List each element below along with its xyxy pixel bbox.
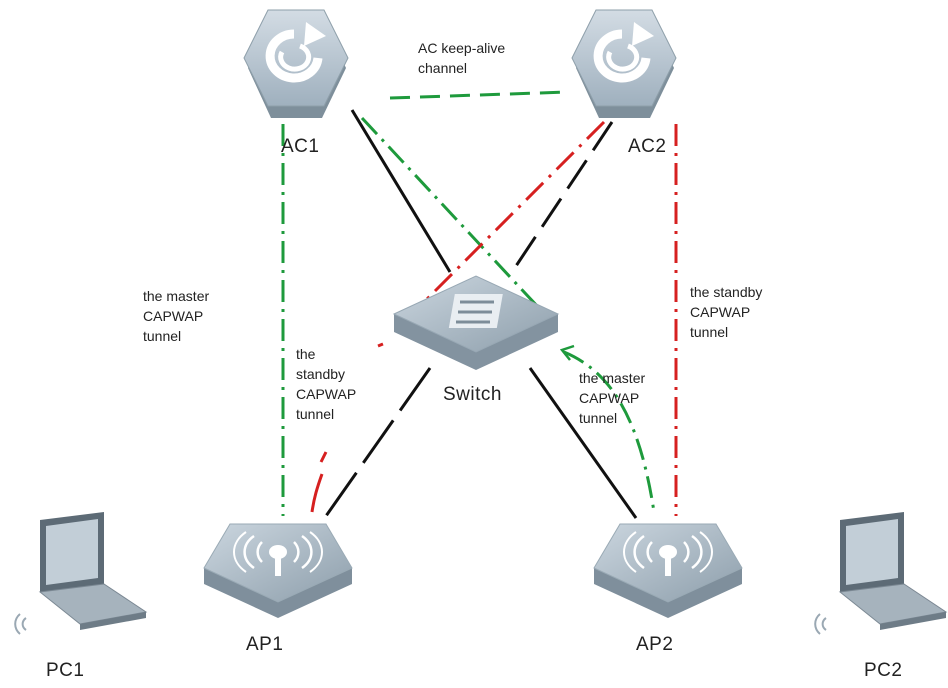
access-controller-icon	[571, 9, 677, 118]
laptop-icon	[814, 512, 948, 635]
link-switch-ap1	[324, 367, 432, 517]
link-ac2-switch	[510, 121, 614, 273]
ap1-standby-tunnel-label: the standby CAPWAP tunnel	[296, 346, 357, 422]
keepalive-channel-label: AC keep-alive channel	[418, 40, 506, 76]
pc2-device[interactable]	[814, 512, 948, 635]
pc2-label: PC2	[864, 660, 903, 681]
switch-device[interactable]	[392, 275, 560, 370]
ap1-standby-tunnel-upper	[410, 120, 606, 316]
ac2-device[interactable]	[571, 9, 677, 118]
ac2-label: AC2	[628, 136, 667, 157]
wireless-access-point-icon	[593, 523, 743, 618]
pc1-label: PC1	[46, 660, 85, 681]
ap1-master-tunnel-label: the master CAPWAP tunnel	[143, 288, 210, 344]
master-tunnels	[281, 90, 656, 516]
ap2-label: AP2	[636, 634, 674, 655]
ap2-master-tunnel-arrowhead	[559, 344, 575, 361]
ap2-standby-tunnel-label: the standby CAPWAP tunnel	[690, 284, 763, 340]
laptop-icon	[14, 512, 148, 635]
switch-icon	[392, 275, 560, 370]
ac1-device[interactable]	[243, 9, 349, 118]
link-switch-ap2	[528, 367, 638, 519]
switch-label: Switch	[443, 384, 502, 405]
ap2-master-tunnel-label: the master CAPWAP tunnel	[579, 370, 646, 426]
pc1-device[interactable]	[14, 512, 148, 635]
ap2-master-tunnel-upper	[360, 116, 554, 324]
ap1-device[interactable]	[203, 523, 353, 618]
standby-tunnels	[310, 120, 678, 516]
wireless-access-point-icon	[203, 523, 353, 618]
ap1-standby-tunnel-lower	[310, 342, 384, 513]
access-controller-icon	[243, 9, 349, 118]
link-ac1-switch	[350, 109, 452, 273]
ap2-device[interactable]	[593, 523, 743, 618]
ac1-label: AC1	[281, 136, 320, 157]
ap1-label: AP1	[246, 634, 284, 655]
physical-links	[324, 109, 638, 519]
keepalive-channel-line	[389, 90, 569, 100]
ap2-master-tunnel-lower	[563, 350, 656, 513]
